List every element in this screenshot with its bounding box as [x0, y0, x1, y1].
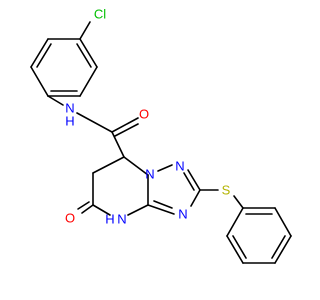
bond — [274, 207, 292, 237]
bond — [76, 112, 113, 133]
bond — [271, 235, 286, 259]
pyrimidinone-ring — [77, 156, 149, 216]
amide-group — [47, 95, 139, 158]
bond — [114, 123, 139, 137]
bond — [79, 38, 98, 68]
lactam-nitrogen-atom: N — [117, 212, 126, 227]
ring-nitrogen-top-atom: N — [175, 159, 184, 174]
chlorine-atom: Cl — [94, 7, 106, 22]
bond — [30, 66, 49, 97]
bond — [274, 235, 292, 264]
bond — [226, 207, 244, 237]
triazole-nitrogen-atom: N — [178, 207, 187, 222]
bond — [92, 204, 111, 216]
bond — [153, 200, 173, 209]
bond — [79, 21, 91, 40]
atom-labels: Cl N H O N N N S O N H — [65, 7, 231, 227]
bond — [157, 164, 173, 172]
bond — [183, 172, 195, 191]
bond — [111, 131, 125, 158]
bond — [76, 43, 92, 68]
bond — [111, 117, 139, 133]
bond — [30, 38, 49, 68]
triazole-ring — [147, 164, 201, 215]
bond — [81, 204, 94, 214]
bond — [233, 195, 244, 209]
amide-hydrogen-atom: H — [65, 114, 74, 129]
bond — [232, 235, 247, 259]
amide-nitrogen-atom: N — [65, 101, 74, 116]
bond — [187, 169, 201, 191]
ring-nitrogen-bridge-atom: N — [145, 167, 154, 182]
bond — [123, 156, 149, 176]
bond — [226, 235, 244, 264]
bond — [36, 43, 52, 68]
amide-oxygen-atom: O — [139, 107, 149, 122]
sulfur-atom: S — [222, 183, 231, 198]
bond — [127, 204, 149, 216]
lactam-hydrogen-atom: H — [105, 212, 114, 227]
molecule-diagram: Cl N H O N N N S O N H — [30, 6, 292, 264]
molecule-structure: Cl N H O N N N S O N H — [30, 7, 292, 264]
bond — [147, 204, 175, 215]
lactam-oxygen-atom: O — [65, 211, 75, 226]
bond — [92, 156, 125, 174]
bond — [77, 201, 90, 210]
bond — [47, 95, 64, 106]
bond — [190, 189, 201, 207]
benzylthio-group — [199, 189, 292, 264]
chlorophenyl-ring — [30, 21, 98, 97]
bond — [79, 66, 98, 97]
